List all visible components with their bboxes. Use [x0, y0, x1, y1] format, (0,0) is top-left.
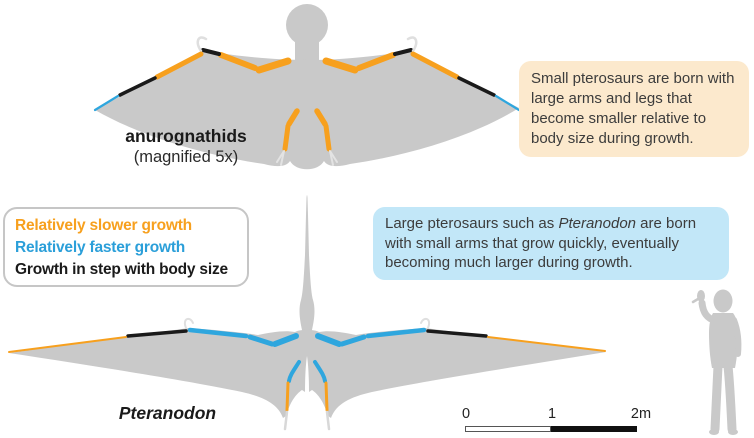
right-wingtip-phalanx-bone	[494, 94, 521, 112]
anurognathid-name: anurognathids	[125, 126, 247, 146]
left-forearm-bone	[218, 52, 258, 71]
anurognathid-bones	[93, 36, 521, 166]
pteranodon-head-crest	[299, 195, 315, 334]
large-pterosaur-callout-text-pre: Large pterosaurs such as	[385, 215, 559, 232]
right-forearm-bone	[356, 52, 396, 71]
right-foot	[325, 410, 331, 431]
anurognathid-silhouette	[93, 4, 521, 170]
left-wing-phalanx2-bone	[126, 329, 188, 338]
right-femur-bone	[314, 108, 328, 127]
legend-item-slower-growth: Relatively slower growth	[15, 217, 192, 234]
scale-bar-segment-1-2m	[551, 426, 637, 432]
large-pterosaur-callout-species: Pteranodon	[558, 215, 637, 232]
scale-tick-1: 1	[547, 406, 557, 422]
human-right-foot	[728, 429, 738, 435]
left-foot	[283, 410, 289, 431]
left-humerus-bone	[255, 57, 292, 74]
right-femur-bone	[313, 360, 327, 383]
human-raised-arm	[698, 299, 719, 324]
human-silhouette	[691, 289, 742, 435]
large-pterosaur-callout-text-post: are born with small arms that grow quick…	[385, 215, 697, 271]
growth-rate-legend: Relatively slower growth Relatively fast…	[3, 207, 249, 287]
left-wingtip-phalanx-bone	[93, 94, 120, 112]
left-humerus-bone	[272, 333, 299, 347]
pteranodon-wing-membrane	[9, 328, 606, 418]
small-pterosaur-callout: Small pterosaurs are born with large arm…	[519, 61, 749, 157]
right-metacarpal-bone	[393, 48, 413, 56]
pteranodon-bones	[8, 317, 606, 431]
left-wing-claw	[196, 36, 208, 53]
left-femur-bone	[287, 360, 301, 383]
legend-item-faster-growth: Relatively faster growth	[15, 239, 186, 256]
small-pterosaur-callout-text: Small pterosaurs are born with large arm…	[531, 70, 735, 147]
legend-item-in-step-growth: Growth in step with body size	[15, 261, 228, 278]
human-left-leg	[710, 361, 723, 434]
right-tibia-bone	[323, 123, 332, 152]
left-foot	[276, 150, 285, 166]
human-right-leg	[723, 361, 737, 434]
anurognathid-label: anurognathids (magnified 5x)	[90, 126, 282, 168]
left-metacarpal-bone	[187, 327, 249, 339]
left-wing-claw	[183, 317, 194, 329]
right-wing-phalanx2-bone	[426, 329, 488, 338]
right-wing-claw	[406, 36, 418, 53]
human-hanging-arm	[731, 317, 742, 357]
left-forearm-bone	[247, 334, 275, 347]
left-femur-bone	[286, 108, 300, 127]
right-forearm-bone	[339, 334, 367, 347]
left-tibia-bone	[285, 381, 290, 412]
anurognathid-magnification-note: (magnified 5x)	[133, 148, 239, 166]
large-pterosaur-callout: Large pterosaurs such as Pteranodon are …	[373, 207, 729, 280]
right-tibia-bone	[324, 381, 329, 412]
right-metacarpal-bone	[365, 327, 427, 339]
human-left-foot	[709, 429, 719, 435]
anurognathid-neck	[295, 28, 319, 62]
right-wing-claw	[420, 317, 431, 329]
right-humerus-bone	[315, 333, 342, 347]
pteranodon-silhouette	[8, 195, 606, 431]
left-wingtip-phalanx-bone	[8, 336, 127, 353]
right-humerus-bone	[322, 57, 359, 74]
left-tibia-bone	[282, 123, 291, 152]
right-wingtip-phalanx-bone	[487, 336, 606, 352]
human-thumb	[691, 297, 700, 304]
left-wing-phalanx1-bone	[154, 51, 204, 80]
scale-tick-0: 0	[461, 406, 471, 422]
left-metacarpal-bone	[201, 48, 221, 56]
human-head	[713, 289, 733, 313]
human-torso	[709, 313, 738, 368]
anurognathid-wing-membrane	[95, 51, 519, 170]
scale-bar-segment-0-1m	[465, 426, 551, 432]
pteranodon-label: Pteranodon	[118, 403, 217, 423]
right-foot	[329, 150, 338, 166]
right-wing-phalanx1-bone	[410, 51, 460, 80]
scale-tick-2m: 2m	[630, 406, 652, 422]
left-wing-phalanx2-bone	[118, 76, 157, 97]
right-wing-phalanx2-bone	[457, 76, 496, 97]
